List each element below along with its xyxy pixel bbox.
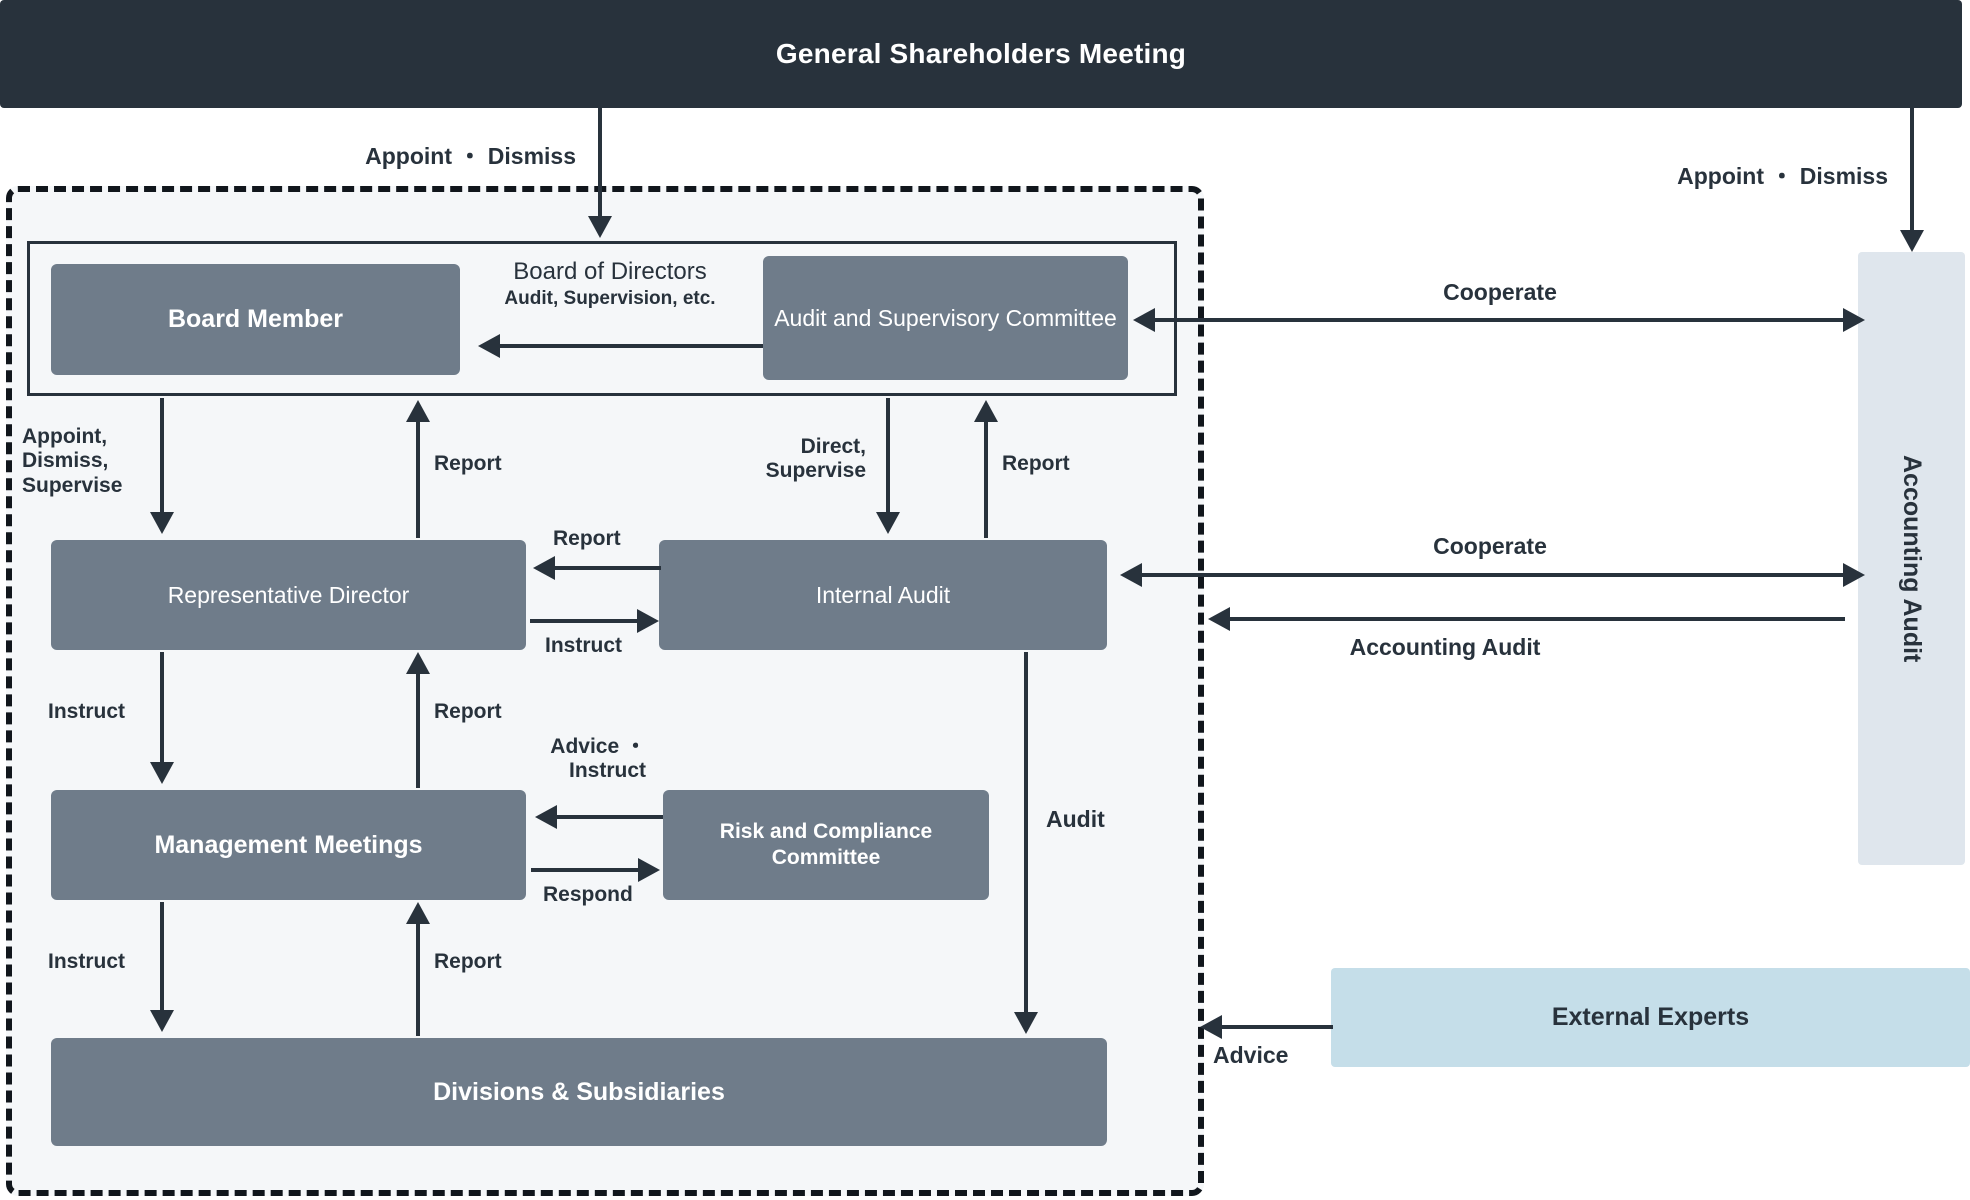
edge-direct-supervise-line: [886, 398, 890, 514]
node-accounting-audit-label: Accounting Audit: [1898, 454, 1926, 663]
node-internal-audit[interactable]: Internal Audit: [659, 540, 1107, 650]
edge-advice-instruct-arrowhead: [535, 805, 557, 829]
edge-instruct-divisions-arrowhead: [150, 1010, 174, 1032]
node-representative-director-label: Representative Director: [167, 581, 410, 608]
edge-report-mgmt-arrowhead: [406, 652, 430, 674]
edge-report-audit-committee-arrowhead: [974, 400, 998, 422]
node-external-experts[interactable]: External Experts: [1331, 968, 1970, 1067]
edge-accounting-audit-line: [1225, 617, 1845, 621]
edge-appoint-dismiss-right-line: [1910, 108, 1914, 232]
edge-label-appoint-dismiss-right: Appoint ・ Dismiss: [1677, 163, 1888, 189]
node-divisions-and-subsidiaries[interactable]: Divisions & Subsidiaries: [51, 1038, 1107, 1146]
node-representative-director[interactable]: Representative Director: [51, 540, 526, 650]
board-of-directors-caption: Board of Directors Audit, Supervision, e…: [470, 258, 750, 311]
edge-label-cooperate-top: Cooperate: [1443, 279, 1557, 305]
node-accounting-audit[interactable]: Accounting Audit: [1858, 252, 1965, 865]
general-shareholders-meeting-box: General Shareholders Meeting: [0, 0, 1962, 108]
edge-audit-arrowhead: [1014, 1012, 1038, 1034]
edge-instruct-mgmt-line: [160, 652, 164, 764]
edge-respond-line: [531, 868, 641, 872]
edge-cooperate-top-arrowhead-right: [1843, 308, 1865, 332]
edge-direct-supervise-arrowhead: [876, 512, 900, 534]
edge-label-appoint-dismiss-left: Appoint ・ Dismiss: [365, 143, 576, 169]
node-risk-and-compliance-committee[interactable]: Risk and Compliance Committee: [663, 790, 989, 900]
edge-label-report-audit-committee: Report: [1002, 452, 1070, 475]
node-board-member-label: Board Member: [167, 305, 344, 334]
edge-accounting-audit-arrowhead: [1208, 607, 1230, 631]
edge-cooperate-mid-arrowhead-left: [1120, 563, 1142, 587]
node-audit-and-supervisory-committee-label: Audit and Supervisory Committee: [774, 304, 1117, 331]
edge-label-report-divisions: Report: [434, 950, 502, 973]
edge-report-divisions-arrowhead: [406, 902, 430, 924]
edge-label-advice-external: Advice: [1213, 1042, 1289, 1068]
edge-report-mgmt-line: [416, 672, 420, 788]
edge-committee-to-board-member-arrowhead: [478, 334, 500, 358]
edge-instruct-divisions-line: [160, 902, 164, 1012]
edge-committee-to-board-member-line: [485, 344, 763, 348]
edge-report-to-rep-director-arrowhead: [533, 556, 555, 580]
edge-label-cooperate-mid: Cooperate: [1433, 533, 1547, 559]
edge-label-instruct-divisions: Instruct: [48, 950, 126, 973]
edge-instruct-internal-audit-arrowhead: [637, 609, 659, 633]
node-management-meetings-label: Management Meetings: [154, 830, 423, 859]
edge-appoint-dismiss-left-line: [598, 108, 602, 218]
node-internal-audit-label: Internal Audit: [815, 581, 951, 608]
edge-label-advice-instruct: Advice ・ Instruct: [550, 735, 646, 783]
edge-report-to-rep-director-line: [551, 566, 661, 570]
edge-label-report-board: Report: [434, 452, 502, 475]
board-of-directors-title: Board of Directors: [513, 258, 707, 285]
edge-cooperate-mid-arrowhead-right: [1843, 563, 1865, 587]
node-board-member[interactable]: Board Member: [51, 264, 460, 375]
edge-appoint-dismiss-supervise-line: [160, 398, 164, 514]
board-of-directors-subtitle: Audit, Supervision, etc.: [504, 288, 716, 310]
edge-appoint-dismiss-supervise-arrowhead: [150, 512, 174, 534]
edge-advice-external-arrowhead: [1200, 1015, 1222, 1039]
edge-instruct-internal-audit-line: [530, 619, 640, 623]
edge-advice-instruct-line: [553, 815, 663, 819]
node-divisions-and-subsidiaries-label: Divisions & Subsidiaries: [433, 1077, 725, 1106]
node-management-meetings[interactable]: Management Meetings: [51, 790, 526, 900]
general-shareholders-meeting-label: General Shareholders Meeting: [775, 38, 1187, 69]
edge-instruct-mgmt-arrowhead: [150, 762, 174, 784]
edge-report-board-arrowhead: [406, 400, 430, 422]
edge-appoint-dismiss-left-arrowhead: [588, 216, 612, 238]
node-external-experts-label: External Experts: [1551, 1003, 1750, 1031]
edge-label-accounting-audit: Accounting Audit: [1349, 634, 1541, 660]
node-risk-and-compliance-committee-label: Risk and Compliance Committee: [719, 820, 933, 869]
edge-label-appoint-dismiss-supervise: Appoint, Dismiss, Supervise: [22, 425, 123, 497]
edge-report-divisions-line: [416, 922, 420, 1036]
edge-label-audit: Audit: [1046, 806, 1105, 832]
edge-report-board-line: [416, 420, 420, 538]
node-audit-and-supervisory-committee[interactable]: Audit and Supervisory Committee: [763, 256, 1128, 380]
edge-cooperate-top-line: [1146, 318, 1858, 322]
edge-audit-line: [1024, 652, 1028, 1014]
edge-label-respond: Respond: [543, 883, 633, 906]
edge-label-report-to-rep-director: Report: [553, 527, 621, 550]
edge-cooperate-mid-line: [1135, 573, 1858, 577]
edge-label-instruct-internal-audit: Instruct: [545, 634, 623, 657]
edge-label-report-mgmt: Report: [434, 700, 502, 723]
edge-cooperate-top-arrowhead-left: [1133, 308, 1155, 332]
edge-label-instruct-mgmt: Instruct: [48, 700, 126, 723]
edge-report-audit-committee-line: [984, 420, 988, 538]
edge-label-direct-supervise: Direct, Supervise: [765, 435, 866, 483]
edge-respond-arrowhead: [638, 858, 660, 882]
edge-appoint-dismiss-right-arrowhead: [1900, 230, 1924, 252]
edge-advice-external-line: [1218, 1025, 1333, 1029]
